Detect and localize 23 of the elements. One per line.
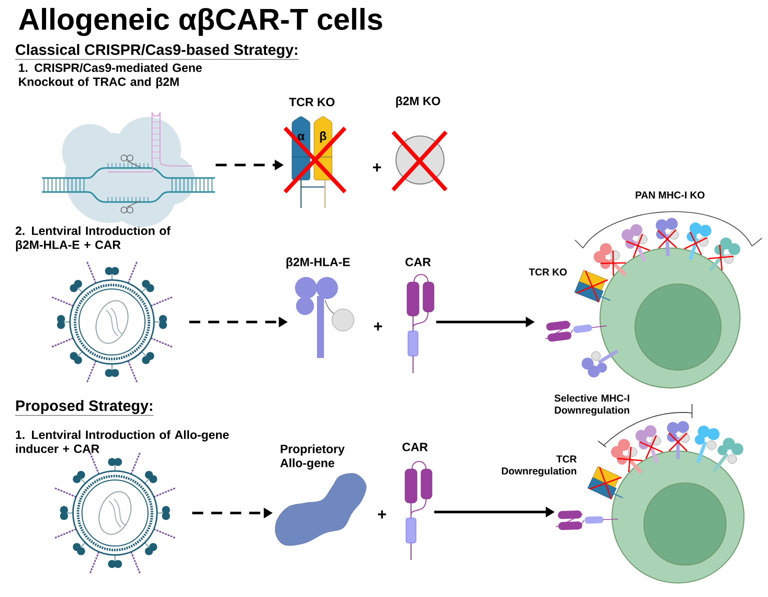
node-heading: CAR	[406, 258, 431, 266]
step-text: 1. Lentviral Introduction of Allo-gene inducer + CAR	[16, 430, 229, 453]
section-heading: Classical CRISPR/Cas9-based Strategy:	[15, 44, 299, 60]
node-heading: CAR	[402, 442, 428, 452]
step-text: 2. Lentviral Introduction of β2M-HLA-E + CAR	[16, 226, 171, 252]
callout-text: TCR Downregulation	[502, 455, 577, 477]
step-text: 1. CRISPR/Cas9-mediated Gene Knockout of TRAC and β2M	[18, 63, 202, 88]
node-heading: β2M-HLA-E	[286, 257, 350, 269]
plus-sign: +	[374, 322, 382, 330]
title: Allogeneic αβCAR-T cells	[18, 8, 382, 36]
chain-letter: β	[320, 131, 326, 143]
node-heading: Proprietory Allo-gene	[280, 444, 345, 470]
crispr-drawing	[42, 112, 215, 227]
callout-text: TCR KO	[528, 268, 567, 276]
section-heading: Proposed Strategy:	[15, 400, 154, 416]
plus-sign: +	[378, 510, 386, 518]
node-heading: β2M KO	[396, 96, 440, 108]
virus-drawing	[54, 452, 176, 574]
node-heading: TCR KO	[289, 98, 334, 106]
virus-drawing	[50, 260, 174, 384]
callout-text: Selective MHC-I Downregulation	[554, 394, 630, 416]
callout-text: PAN MHC-I KO	[636, 191, 704, 199]
plus-sign: +	[373, 163, 382, 172]
